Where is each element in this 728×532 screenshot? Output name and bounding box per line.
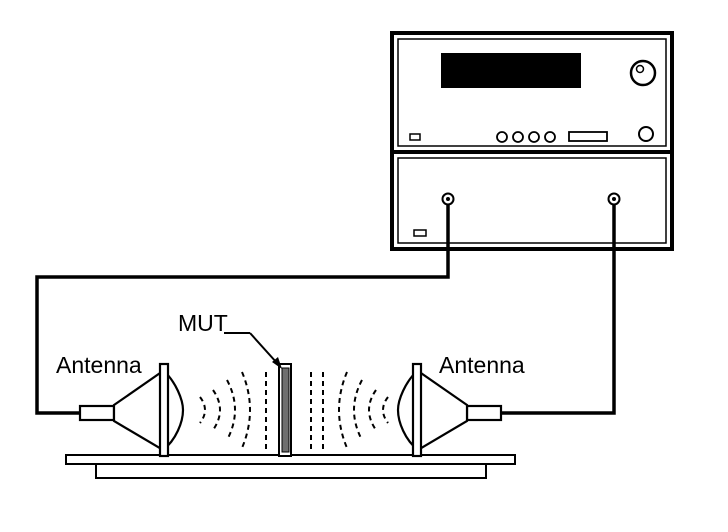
wavefronts-right [310,371,389,450]
status-indicator [413,229,427,237]
port-1[interactable] [441,192,455,206]
mut-sample [278,363,292,457]
power-switch[interactable] [409,133,421,141]
mut-material [281,367,290,453]
left-mount [158,362,170,458]
cable-right [502,205,616,415]
left-feed [78,404,116,422]
cable-left [35,205,450,415]
panel-button-3[interactable] [528,131,540,143]
right-feed [465,404,503,422]
selector-knob[interactable] [638,126,654,142]
right-mount [411,362,423,458]
panel-button-2[interactable] [512,131,524,143]
antenna-left-label: Antenna [56,352,142,378]
right-horn [416,368,469,452]
port-2[interactable] [607,192,621,206]
antenna-left [78,362,185,458]
disk-slot[interactable] [568,131,608,142]
panel-button-1[interactable] [496,131,508,143]
mut-pointer [224,332,282,369]
analyzer-bottom-unit [390,150,674,251]
display-screen [441,53,581,88]
mut-label: MUT [178,310,228,336]
antenna-right-label: Antenna [439,352,525,378]
tuning-knob[interactable] [629,59,657,87]
wavefronts-left [199,371,267,450]
analyzer-top-unit [390,31,674,154]
base-platform [65,454,516,479]
antenna-right [396,362,503,458]
network-analyzer [390,31,674,251]
panel-button-4[interactable] [544,131,556,143]
cables [35,205,616,415]
left-horn [112,368,165,452]
